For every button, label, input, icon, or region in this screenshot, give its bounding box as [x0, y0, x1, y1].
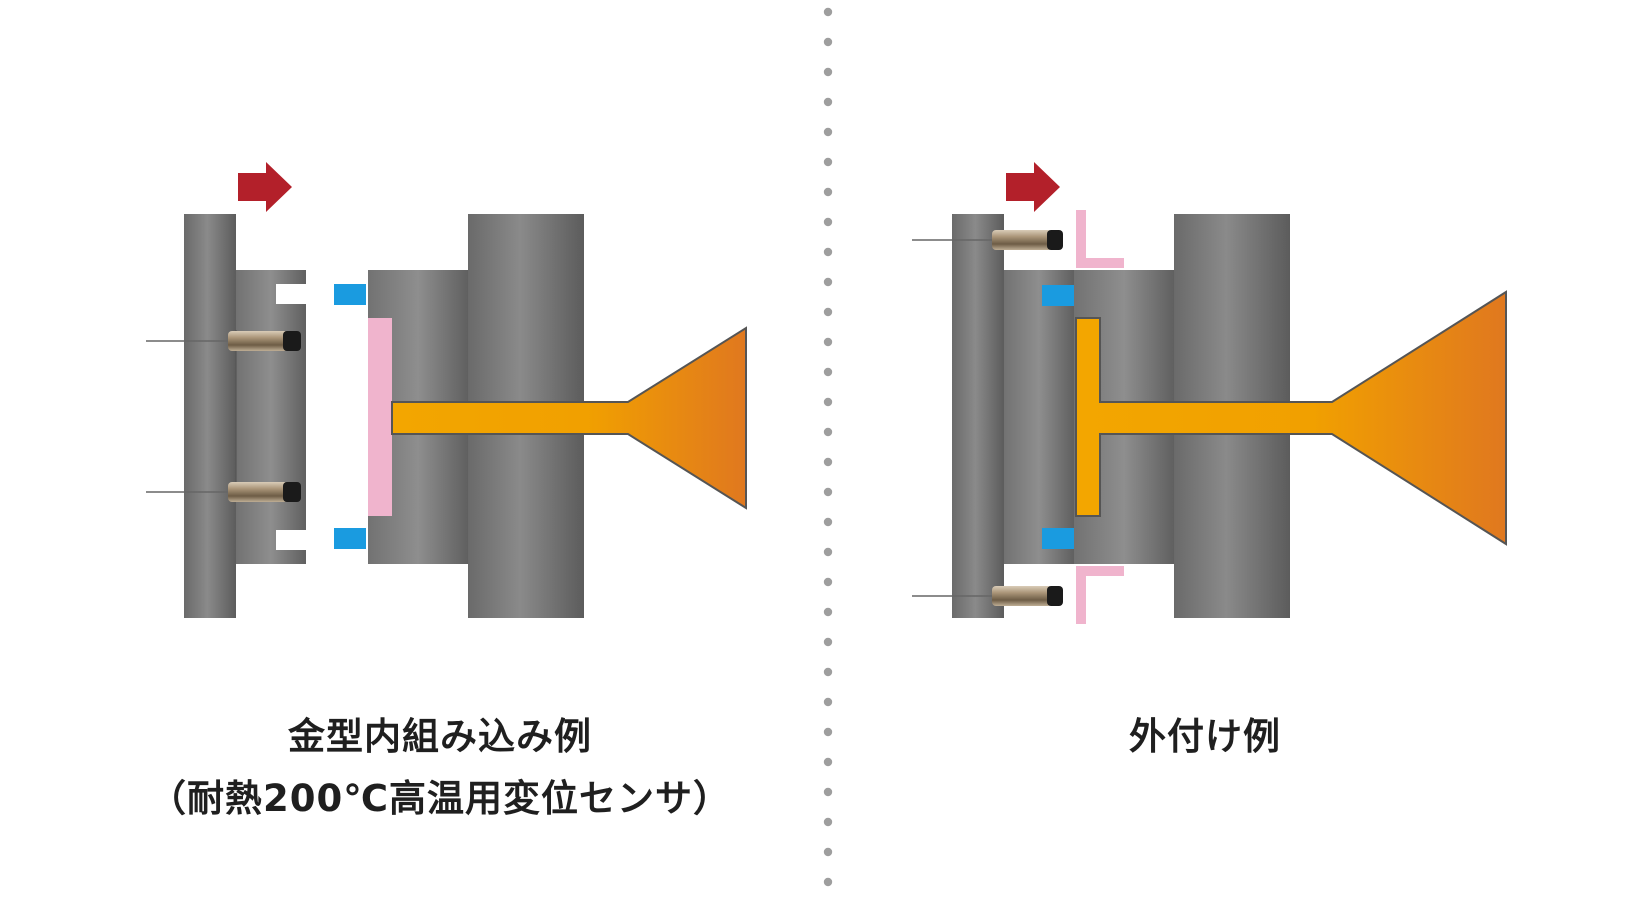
- divider-dot: [823, 607, 833, 617]
- divider-dot: [823, 97, 833, 107]
- resin-flow: [391, 326, 747, 510]
- sensor-target-pad: [334, 528, 366, 549]
- movable-platen: [952, 214, 1004, 618]
- external-target-bracket: [1076, 566, 1124, 624]
- divider-dot: [823, 517, 833, 527]
- divider-dot: [823, 817, 833, 827]
- divider-dot: [823, 727, 833, 737]
- displacement-sensor-icon: [992, 230, 1063, 250]
- movable-platen: [184, 214, 236, 618]
- divider-dot: [823, 367, 833, 377]
- right-caption-title: 外付け例: [1129, 715, 1281, 758]
- divider-dot: [823, 577, 833, 587]
- sensor-target-pad: [1042, 285, 1074, 306]
- divider-dot: [823, 397, 833, 407]
- resin-flow: [1075, 290, 1507, 546]
- displacement-sensor-icon: [992, 586, 1063, 606]
- left-caption: 金型内組み込み例 （耐熱200℃高温用変位センサ）: [100, 706, 780, 830]
- divider-dot: [823, 457, 833, 467]
- divider-dot: [823, 697, 833, 707]
- sensor-target-pad: [1042, 528, 1074, 549]
- movable-mold-half: [1004, 270, 1074, 564]
- divider-dot: [823, 187, 833, 197]
- divider-dot: [823, 667, 833, 677]
- external-target-bracket: [1076, 210, 1124, 268]
- divider-dot: [823, 637, 833, 647]
- sensor-target-pad: [334, 284, 366, 305]
- divider-dot: [823, 337, 833, 347]
- divider-dot: [823, 67, 833, 77]
- displacement-sensor-icon: [228, 482, 301, 502]
- left-caption-subtitle: （耐熱200℃高温用変位センサ）: [148, 777, 732, 820]
- right-panel: [912, 162, 1507, 624]
- motion-arrow-icon: [238, 162, 292, 212]
- divider-dot: [823, 787, 833, 797]
- displacement-sensor-icon: [228, 331, 301, 351]
- divider-dot: [823, 157, 833, 167]
- divider-dot: [823, 277, 833, 287]
- divider-dot: [823, 877, 833, 887]
- divider-dot: [823, 37, 833, 47]
- divider-dot: [823, 217, 833, 227]
- divider-dot: [823, 547, 833, 557]
- divider-dot: [823, 127, 833, 137]
- left-caption-title: 金型内組み込み例: [288, 715, 592, 758]
- divider-dot: [823, 487, 833, 497]
- divider-dot: [823, 247, 833, 257]
- dotted-divider: [823, 7, 833, 887]
- motion-arrow-icon: [1006, 162, 1060, 212]
- movable-mold-half: [236, 270, 306, 564]
- left-panel: [146, 162, 747, 618]
- divider-dot: [823, 757, 833, 767]
- molded-part: [368, 318, 392, 516]
- divider-dot: [823, 427, 833, 437]
- divider-dot: [823, 7, 833, 17]
- divider-dot: [823, 307, 833, 317]
- divider-dot: [823, 847, 833, 857]
- right-caption: 外付け例: [910, 706, 1500, 768]
